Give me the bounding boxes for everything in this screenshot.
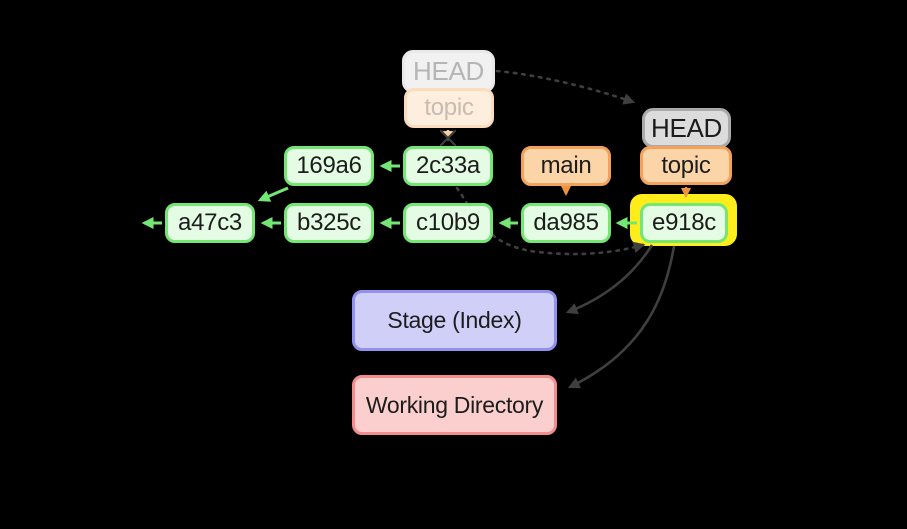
main-branch-box: main [521,146,611,186]
commit-169a6: 169a6 [284,146,374,186]
working-directory-box: Working Directory [352,375,557,435]
crossed-out-x-icon [439,129,457,147]
topic-branch-box: topic [640,146,732,185]
commit-da985: da985 [521,203,611,243]
edge-topic-moved-dashed [455,186,646,256]
commit-e918c: e918c [640,203,728,243]
commit-b325c: b325c [284,203,374,243]
commit-a47c3: a47c3 [165,203,255,243]
stage-index-box: Stage (Index) [352,290,557,351]
ghost-head-box: HEAD [402,50,495,93]
ghost-topic-branch-box: topic [404,88,494,128]
commit-2c33a: 2c33a [403,146,493,186]
commit-c10b9: c10b9 [403,203,493,243]
edge-169a6-a47c3 [257,186,289,202]
head-box: HEAD [642,108,731,148]
edge-head-moved-dashed [495,69,636,105]
edge-e918c-working-directory [567,245,676,389]
edge-e918c-stage [565,244,654,315]
